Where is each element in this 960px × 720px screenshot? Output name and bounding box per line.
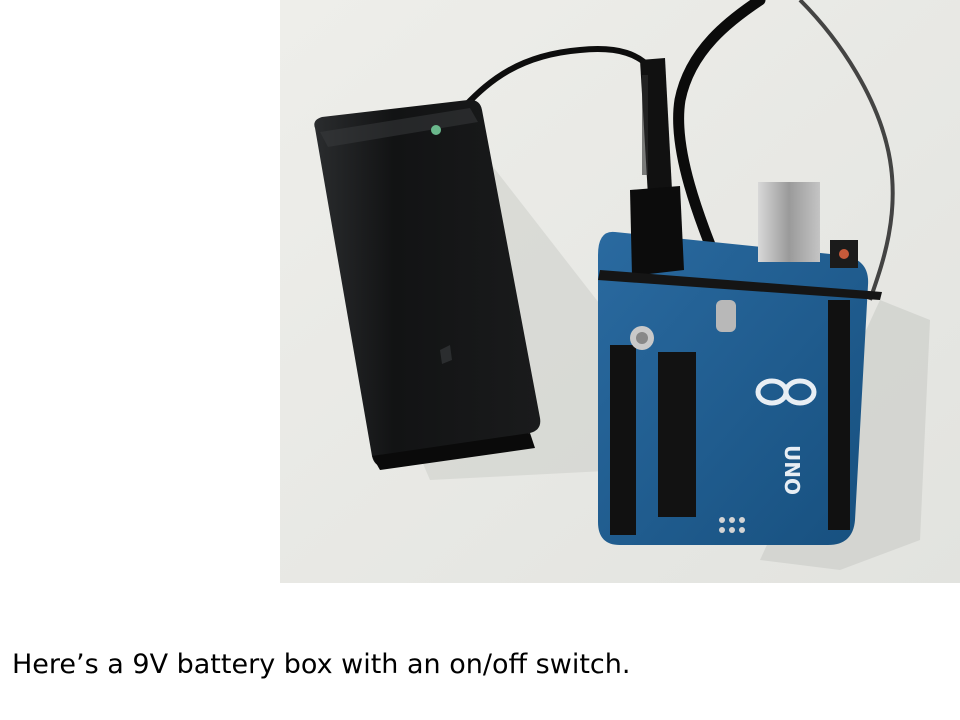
- usb-cable-shadow: [798, 0, 895, 301]
- arduino-board: UNO: [598, 182, 869, 545]
- usb-cable: [673, 0, 766, 276]
- battery-cable: [462, 46, 655, 109]
- power-switch-led: [431, 125, 441, 135]
- microcontroller-chip: [658, 352, 696, 517]
- photo: UNO: [280, 0, 960, 583]
- board-lettering: UNO: [780, 445, 804, 495]
- left-header: [610, 345, 636, 535]
- usb-port: [758, 182, 820, 262]
- crystal: [716, 300, 736, 332]
- slide-caption: Here’s a 9V battery box with an on/off s…: [12, 649, 631, 680]
- icsp-pins: [719, 517, 745, 533]
- zip-tie: [598, 270, 882, 300]
- battery-box: [314, 99, 541, 470]
- barrel-jack-plug: [630, 58, 684, 276]
- arduino-logo: [755, 378, 817, 406]
- right-header: [828, 300, 850, 530]
- photo-illustration: UNO: [280, 0, 960, 583]
